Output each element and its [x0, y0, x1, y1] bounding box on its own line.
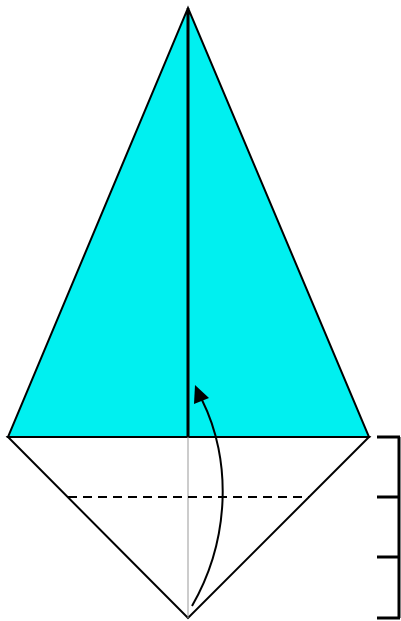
curved-arrow-icon: [191, 385, 224, 607]
curved-arrow-shaft: [191, 399, 224, 607]
scale-bracket: [377, 435, 401, 620]
curved-arrow-head: [194, 385, 209, 404]
